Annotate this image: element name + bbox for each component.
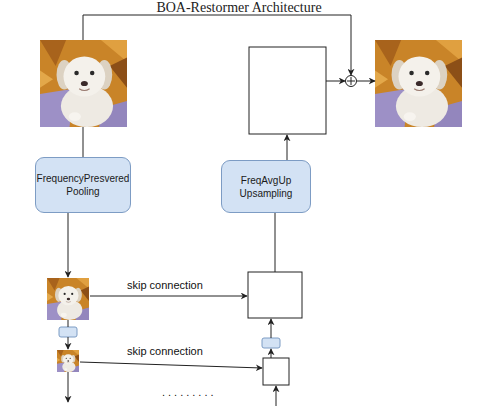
box-label: FrequencyPresvered Pooling bbox=[36, 172, 130, 198]
decoder-feature-box bbox=[248, 272, 302, 318]
connection-label: skip connection bbox=[127, 279, 203, 291]
ellipsis-mark: ......... bbox=[162, 386, 217, 398]
add-symbol bbox=[346, 76, 357, 87]
decoder-wire bbox=[271, 319, 272, 338]
upsample-out-wire bbox=[287, 135, 288, 160]
encoder-wire bbox=[68, 320, 69, 327]
decoder-feature-box-small bbox=[263, 358, 289, 385]
encoder-down-wire bbox=[68, 372, 69, 402]
box-label: FreqAvgUp Upsampling bbox=[222, 174, 310, 200]
output-feature-box bbox=[249, 47, 326, 134]
global-residual-wire bbox=[83, 15, 351, 75]
downsampled-image bbox=[47, 278, 89, 320]
skip-wire bbox=[90, 296, 247, 297]
decoder-wire bbox=[271, 349, 272, 358]
upsample-wire bbox=[275, 213, 276, 272]
residual-add-wire bbox=[326, 81, 345, 82]
pool-wire bbox=[68, 213, 69, 277]
input-wire bbox=[83, 127, 84, 157]
output-wire bbox=[357, 81, 375, 82]
diagram-title: BOA-Restormer Architecture bbox=[0, 0, 478, 16]
decoder-block bbox=[262, 338, 280, 348]
skip-wire bbox=[80, 362, 262, 368]
input-image bbox=[40, 40, 127, 127]
process-box: FrequencyPresvered Pooling bbox=[35, 157, 131, 213]
plus-sign bbox=[347, 77, 355, 85]
connection-label: skip connection bbox=[127, 345, 203, 357]
decoder-up-wire bbox=[276, 386, 277, 406]
downsampled-image-small bbox=[57, 350, 79, 372]
output-image bbox=[375, 40, 462, 127]
encoder-wire bbox=[68, 337, 69, 349]
encoder-block bbox=[59, 327, 77, 337]
process-box: FreqAvgUp Upsampling bbox=[221, 160, 311, 213]
